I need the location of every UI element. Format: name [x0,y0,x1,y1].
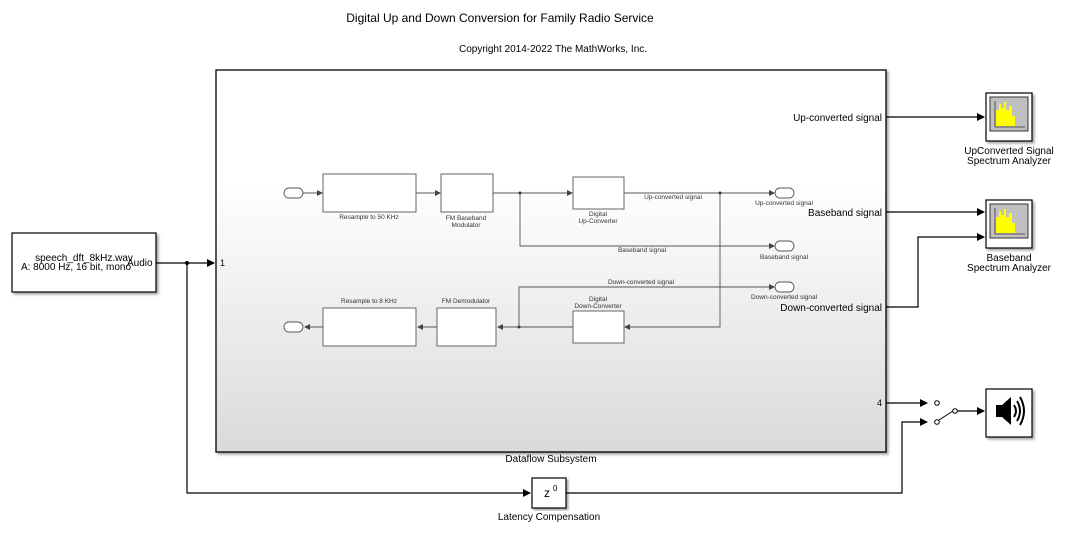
svg-text:Spectrum Analyzer: Spectrum Analyzer [967,263,1052,274]
downconverted-signal-line[interactable] [886,233,985,308]
delay-exponent: 0 [553,484,558,493]
outport-terminal [283,321,304,333]
goto-upconverted [774,187,795,199]
delay-block-name: Latency Compensation [498,512,600,523]
copyright-note: Copyright 2014-2022 The MathWorks, Inc. [459,44,647,55]
audio-branch-line[interactable] [186,263,531,497]
svg-text:Spectrum Analyzer: Spectrum Analyzer [967,156,1052,167]
subsystem-inner-diagram: Resample to 50 KHz FM Baseband Modulator… [283,173,818,347]
svg-text:Up-Converter: Up-Converter [578,218,618,225]
subsystem-output-port-4: 4 [877,398,882,408]
model-title: Digital Up and Down Conversion for Famil… [346,11,654,25]
from-multimedia-file-block[interactable]: speech_dft_8kHz.wav A: 8000 Hz, 16 bit, … [11,232,157,293]
latency-compensation-delay-block[interactable]: z 0 Latency Compensation [498,477,600,523]
digital-downconverter-block [572,310,625,344]
spectrum-bars-icon [994,208,1025,235]
subsystem-name: Dataflow Subsystem [505,454,596,465]
subsystem-output-baseband: Baseband signal [808,208,882,219]
audio-device-writer-block[interactable] [985,388,1033,438]
svg-text:Up-converted signal: Up-converted signal [644,194,702,201]
svg-text:FM Demodulator: FM Demodulator [442,298,491,305]
spectrum-bars-icon [994,101,1025,128]
upconverted-spectrum-analyzer[interactable]: UpConverted Signal Spectrum Analyzer [964,92,1054,167]
subsystem-input-port-label: 1 [220,258,225,268]
svg-text:Digital: Digital [589,296,608,303]
fm-demodulator-block [436,307,497,347]
svg-text:Down-converted signal: Down-converted signal [751,294,818,301]
svg-text:UpConverted Signal: UpConverted Signal [964,146,1054,157]
goto-baseband [774,240,795,252]
digital-upconverter-block [572,176,625,210]
svg-text:Down-converted signal: Down-converted signal [608,279,675,286]
svg-text:Up-converted signal: Up-converted signal [755,200,813,207]
subsystem-output-upconverted: Up-converted signal [793,113,882,124]
fm-modulator-block [440,173,494,213]
baseband-spectrum-analyzer[interactable]: Baseband Spectrum Analyzer [967,199,1052,274]
resample-8khz-block [322,307,417,347]
svg-text:Baseband signal: Baseband signal [760,254,809,261]
subsystem-output-downconverted: Down-converted signal [780,303,882,314]
speaker-icon [996,396,1025,426]
svg-text:Baseband: Baseband [986,253,1031,264]
svg-text:Resample to 50 KHz: Resample to 50 KHz [339,214,399,221]
svg-text:Resample to 8 KHz: Resample to 8 KHz [341,298,397,305]
delayed-audio-line[interactable] [566,418,928,494]
dataflow-subsystem-block[interactable]: 1 Up-converted signal Baseband signal Do… [215,69,887,465]
svg-text:Down-Converter: Down-Converter [574,303,622,310]
inport-terminal [283,187,304,199]
svg-text:Modulator: Modulator [452,222,482,229]
svg-text:Baseband signal: Baseband signal [618,247,667,254]
resample-50khz-block [322,173,417,213]
source-format: A: 8000 Hz, 16 bit, mono [21,262,132,273]
svg-text:FM Baseband: FM Baseband [446,215,487,222]
source-filename: speech_dft_8kHz.wav [35,253,133,264]
svg-text:Digital: Digital [589,211,608,218]
delay-symbol: z [544,486,550,500]
manual-switch[interactable] [934,400,958,425]
goto-downconverted [774,281,795,293]
source-port-label: Audio [127,258,153,269]
